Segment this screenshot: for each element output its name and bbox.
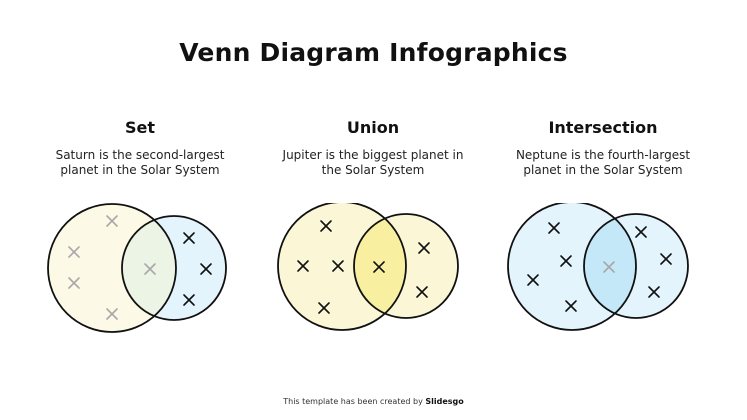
cross-icon [320,220,332,232]
cross-icon [660,253,672,265]
cross-icon [548,222,560,234]
panel-description: Saturn is the second-largest planet in t… [55,148,225,177]
panel-intersection: Intersection Neptune is the fourth-large… [483,118,723,331]
venn-diagram-set [47,203,227,333]
panel-description: Jupiter is the biggest planet in the Sol… [282,148,464,177]
cross-marks-dark [183,232,212,306]
panel-description: Neptune is the fourth-largest planet in … [515,148,691,177]
slide-title: Venn Diagram Infographics [179,38,568,67]
cross-icon [183,294,195,306]
cross-icon [565,300,577,312]
cross-icon [68,277,80,289]
panel-title: Intersection [548,118,658,137]
cross-icon [318,302,330,314]
cross-marks-light [68,215,156,320]
cross-icon [373,261,385,273]
cross-icon [527,274,539,286]
venn-overlap-region [584,214,636,318]
footer-brand: Slidesgo [425,397,464,406]
footer-prefix: This template has been created by [283,397,423,406]
cross-icon [332,260,344,272]
cross-icon [418,242,430,254]
cross-marks-dark [527,222,672,312]
cross-icon [106,215,118,227]
cross-icon [200,263,212,275]
cross-icon [603,261,615,273]
cross-icon [635,226,647,238]
cross-icon [560,255,572,267]
cross-icon [144,263,156,275]
cross-marks-dark [297,220,430,314]
cross-icon [416,286,428,298]
venn-diagram-union [277,203,459,331]
panel-union: Union Jupiter is the biggest planet in t… [253,118,493,331]
panel-title: Set [124,118,156,137]
cross-icon [183,232,195,244]
cross-icon [68,246,80,258]
venn-diagram-intersection [507,203,689,331]
venn-overlap-region [122,216,176,320]
panel-title: Union [346,118,400,137]
venn-overlap-region [354,214,406,318]
cross-icon [648,286,660,298]
footer-credit: This template has been created by Slides… [0,397,747,406]
cross-marks-light [603,261,615,273]
cross-icon [297,260,309,272]
cross-icon [106,308,118,320]
panel-set: Set Saturn is the second-largest planet … [20,118,260,333]
